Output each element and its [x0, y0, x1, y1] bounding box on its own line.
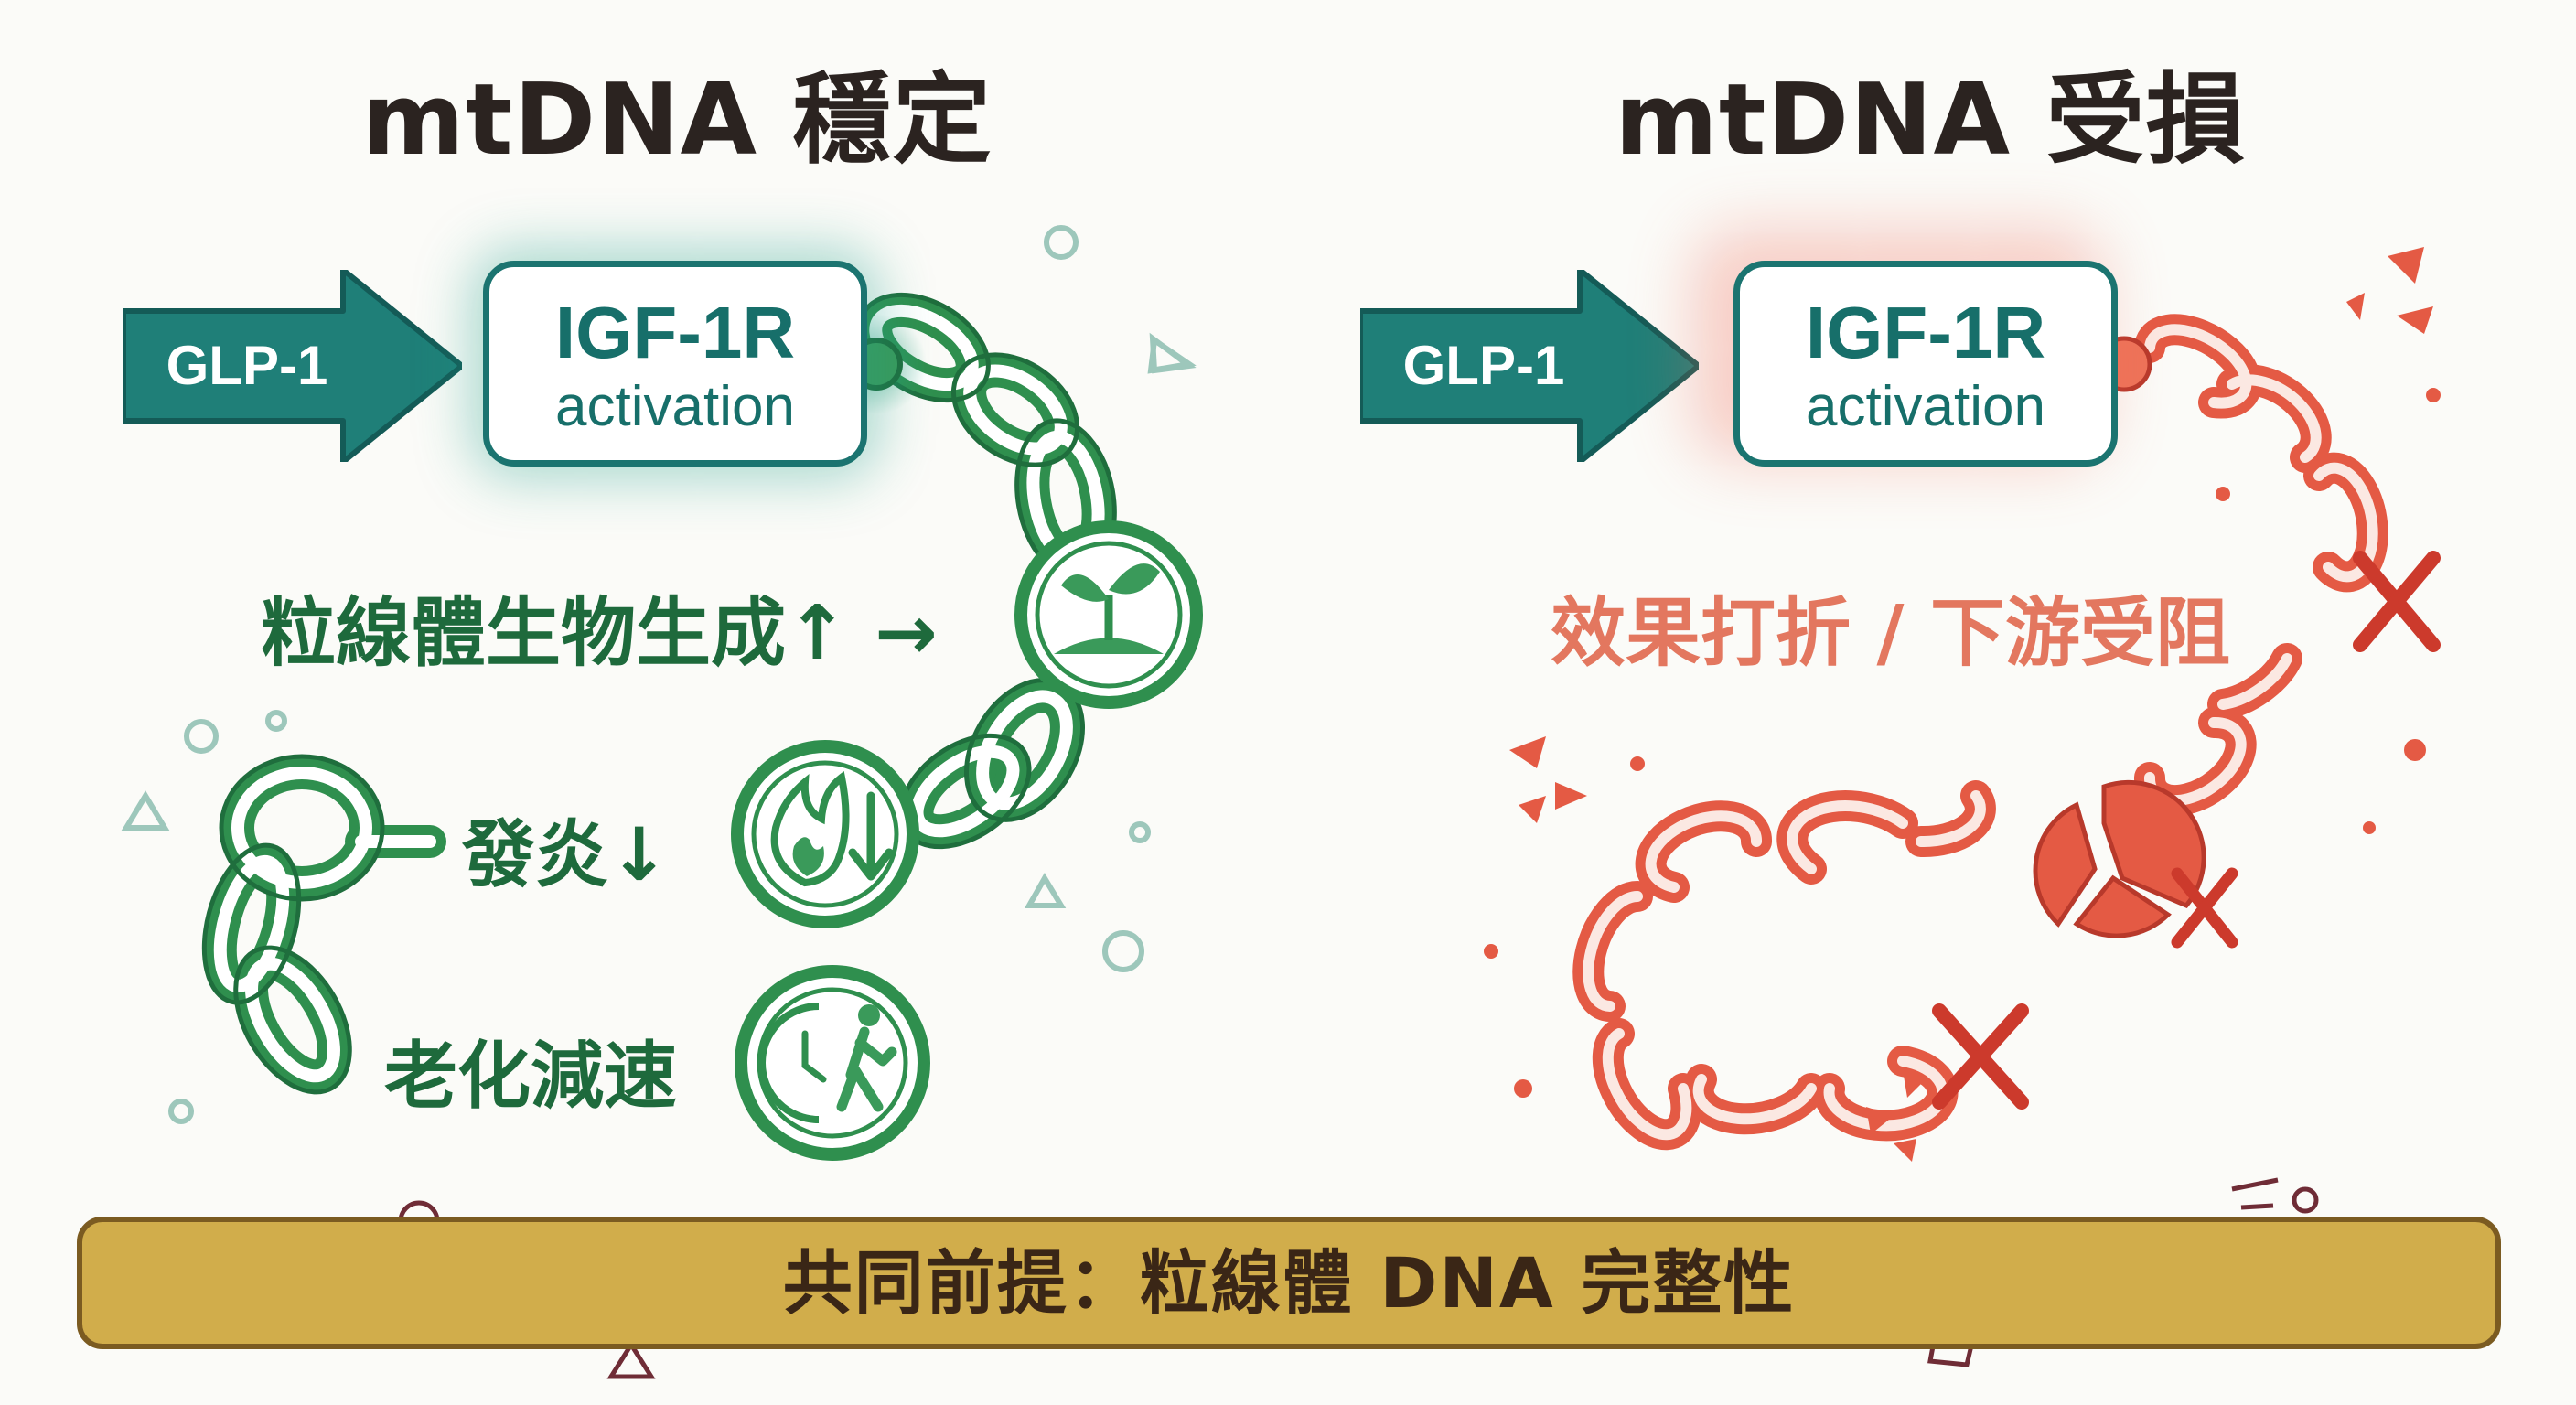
igf1r-box-left: IGF-1R activation — [483, 261, 867, 467]
clock-walker-icon — [735, 965, 930, 1161]
sprout-icon — [1014, 520, 1203, 709]
left-title: mtDNA 穩定 — [361, 63, 993, 177]
flame-down-icon — [731, 740, 919, 928]
cross-icon — [2353, 551, 2441, 652]
activation-label-left: activation — [555, 375, 795, 438]
biogenesis-label: 粒線體生物生成↑ → — [261, 590, 938, 677]
cross-icon — [1932, 1003, 2029, 1110]
outcome-label: 效果打折 / 下游受阻 — [1551, 590, 2231, 677]
aging-label: 老化減速 — [384, 1034, 677, 1119]
right-title: mtDNA 受損 — [1615, 63, 2246, 177]
igf1r-box-right: IGF-1R activation — [1733, 261, 2118, 467]
red-chain — [1572, 314, 2388, 1151]
cross-icon — [2171, 867, 2238, 949]
igf1r-label-left: IGF-1R — [554, 292, 796, 373]
glp1-arrow-right: GLP-1 — [1360, 270, 1699, 462]
inflammation-label: 發炎↓ — [462, 812, 671, 897]
glp1-arrow-left: GLP-1 — [123, 270, 462, 462]
glp1-label-left: GLP-1 — [166, 335, 328, 396]
igf1r-label-right: IGF-1R — [1805, 292, 2046, 373]
broken-red-node — [2033, 779, 2206, 938]
glp1-label-right: GLP-1 — [1402, 335, 1565, 396]
activation-label-right: activation — [1806, 375, 2045, 438]
shards — [1484, 247, 2441, 1162]
premise-banner: 共同前提：粒線體 DNA 完整性 — [77, 1217, 2501, 1349]
